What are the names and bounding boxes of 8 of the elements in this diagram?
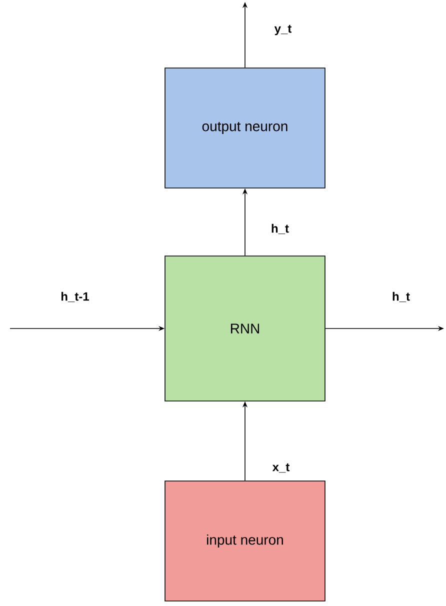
neuron-box: input neuron: [164, 480, 326, 602]
edge-label: x_t: [272, 463, 290, 473]
neuron-box: RNN: [164, 256, 326, 402]
neuron-box: output neuron: [164, 68, 326, 188]
edge-label: h_t: [392, 292, 410, 302]
edge-label: h_t: [272, 224, 289, 234]
edge-label: y_t: [274, 24, 292, 36]
edge-label: h_t-1: [62, 292, 89, 302]
